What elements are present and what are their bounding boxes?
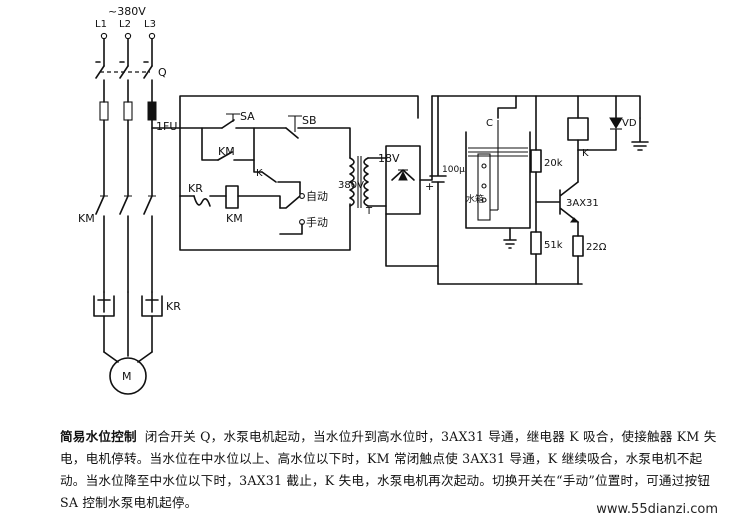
q-label: Q [158,66,167,79]
tank-label: 水箱 [466,193,484,205]
supply-label: ~380V [108,5,146,18]
motor-circle [109,357,147,395]
plus-label: + [425,180,434,193]
sa-label: SA [240,110,255,123]
relay-k-coil [567,117,589,141]
button-sa [221,113,240,129]
transformer-t [349,156,369,208]
l1-label: L1 [95,19,107,30]
km-contact-label: KM [218,145,235,158]
watermark: www.55dianzi.com [596,502,718,517]
r20k-label: 20k [544,158,563,169]
resistor-22 [572,235,584,257]
k-contact-label: K [256,168,263,179]
l3-label: L3 [144,19,156,30]
terminal-l1 [100,32,108,40]
caption-title: 简易水位控制 [60,429,137,444]
switch-q [95,61,153,103]
fu-label: 1FU [156,120,177,133]
bridge-rectifier [385,145,421,215]
water-tank [465,120,531,229]
kr-contact-label: KR [188,182,203,195]
c-probe-label: C [486,118,493,129]
k-relay-label: K [582,148,589,159]
transistor-label: 3AX31 [566,198,599,209]
manual-label: 手动 [306,215,328,229]
description-caption: 简易水位控制闭合开关 Q，水泵电机起动，当水位升到高水位时，3AX31 导通，继… [60,426,720,514]
sb-label: SB [302,114,317,127]
km-coil-label: KM [226,212,243,225]
transistor-3ax31 [535,181,580,223]
auto-label: 自动 [306,190,328,203]
fuses [99,101,157,197]
kr-thermal-relay [93,291,163,357]
resistor-51k [530,231,542,255]
vd-label: VD [622,118,637,129]
r51k-label: 51k [544,240,563,251]
kr-thermal-label: KR [166,300,181,313]
caption-body: 闭合开关 Q，水泵电机起动，当水位升到高水位时，3AX31 导通，继电器 K 吸… [60,429,717,510]
cap-label: 100μ [442,165,465,175]
v380-label: 380V [338,180,364,191]
terminal-l3 [148,32,156,40]
button-sb [285,115,302,139]
l2-label: L2 [119,19,131,30]
circuit-schematic: ~380V L1 L2 L3 Q 1FU KM KR M [78,5,649,395]
v18-label: 18V [378,152,400,165]
r22-label: 22Ω [586,242,607,253]
t-label: T [365,206,373,217]
km-coil [225,185,239,209]
km-main-contacts [95,195,156,293]
km-main-label: KM [78,212,95,225]
motor-label: M [122,370,132,383]
terminal-l2 [124,32,132,40]
resistor-20k [530,149,542,173]
diode-vd [577,95,623,151]
